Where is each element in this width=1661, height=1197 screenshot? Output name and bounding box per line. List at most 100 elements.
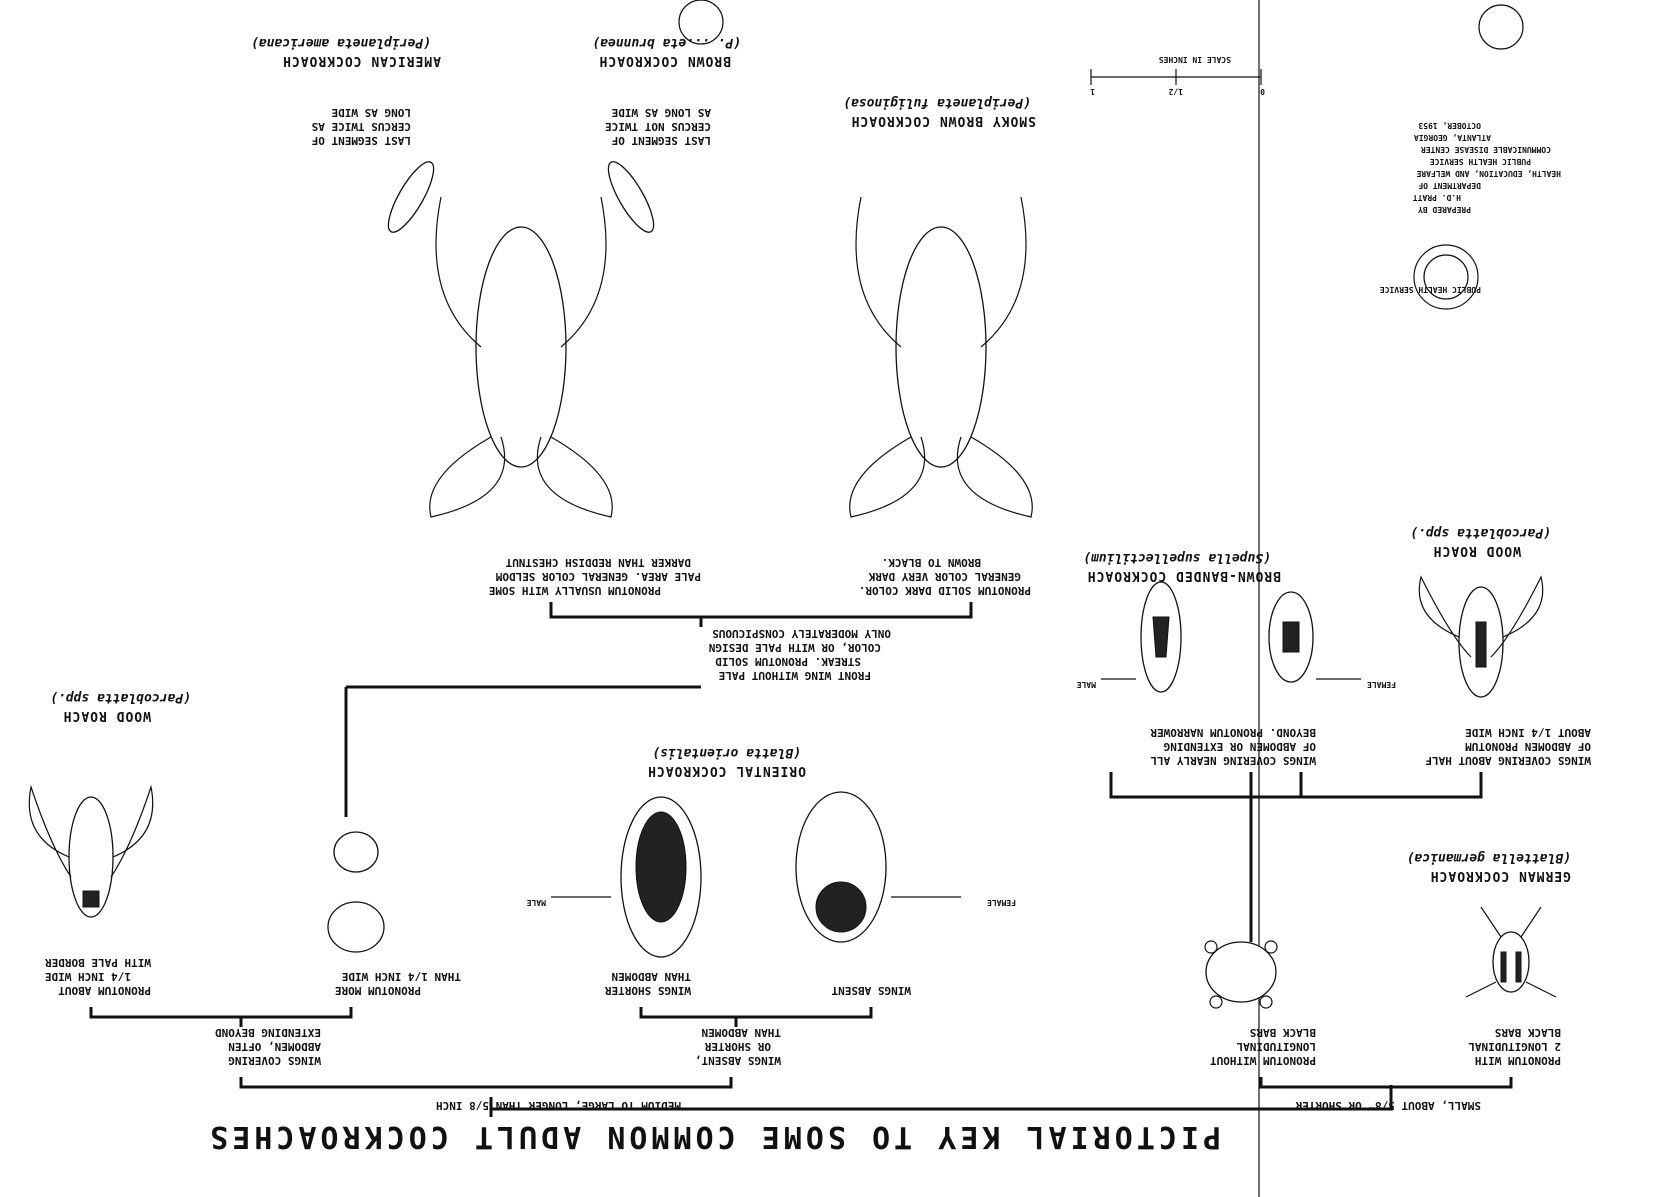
svg-text:ONLY MODERATELY CONSPICUOUS: ONLY MODERATELY CONSPICUOUS (712, 627, 891, 640)
svg-text:PREPARED BY: PREPARED BY (1418, 205, 1471, 214)
svg-text:HEALTH, EDUCATION, AND WELFARE: HEALTH, EDUCATION, AND WELFARE (1416, 169, 1561, 178)
svg-text:DARKER THAN REDDISH CHESTNUT: DARKER THAN REDDISH CHESTNUT (505, 556, 691, 569)
svg-text:GERMAN COCKROACH: GERMAN COCKROACH (1430, 868, 1571, 883)
svg-text:PRONOTUM SOLID DARK COLOR.: PRONOTUM SOLID DARK COLOR. (859, 584, 1031, 597)
prepared-by: PREPARED BY H.D. PRATT DEPARTMENT OF HEA… (1413, 121, 1561, 214)
svg-text:SCALE IN INCHES: SCALE IN INCHES (1159, 55, 1231, 64)
svg-text:WINGS SHORTER: WINGS SHORTER (605, 984, 691, 997)
american-label: AMERICAN COCKROACH (Periplaneta american… (251, 35, 441, 68)
bracket-wide (91, 1007, 351, 1017)
pronotum-wide-illustrations (328, 832, 384, 952)
long-key: WINGS COVERING ABDOMEN, OFTEN EXTENDING … (215, 1026, 321, 1067)
svg-text:H.D. PRATT: H.D. PRATT (1413, 193, 1461, 202)
svg-text:SMOKY BROWN COCKROACH: SMOKY BROWN COCKROACH (851, 113, 1036, 128)
svg-text:EXTENDING BEYOND: EXTENDING BEYOND (215, 1026, 321, 1039)
svg-text:1: 1 (1090, 87, 1095, 96)
front-key: FRONT WING WITHOUT PALE STREAK. PRONOTUM… (709, 627, 891, 682)
nobars-key: PRONOTUM WITHOUT LONGITUDINAL BLACK BARS (1210, 1026, 1316, 1067)
svg-text:COLOR, OR WITH PALE DESIGN: COLOR, OR WITH PALE DESIGN (709, 641, 881, 654)
svg-text:ATLANTA, GEORGIA: ATLANTA, GEORGIA (1414, 133, 1491, 142)
svg-text:THAN 1/4 INCH WIDE: THAN 1/4 INCH WIDE (342, 970, 461, 983)
solid-key: PRONOTUM SOLID DARK COLOR. GENERAL COLOR… (859, 556, 1031, 597)
svg-text:PRONOTUM WITH: PRONOTUM WITH (1475, 1054, 1561, 1067)
bracket-periplaneta (551, 602, 971, 617)
svg-text:OF ABDOMEN OR EXTENDING: OF ABDOMEN OR EXTENDING (1163, 740, 1316, 753)
american-illustration (381, 156, 662, 517)
oriental-female-illustration: FEMALE (796, 792, 1016, 942)
smoky-brown-label: SMOKY BROWN COCKROACH (Periplaneta fulig… (843, 95, 1036, 128)
svg-text:PRONOTUM WITHOUT: PRONOTUM WITHOUT (1210, 1054, 1316, 1067)
svg-text:(Parcoblatta spp.): (Parcoblatta spp.) (1410, 525, 1551, 540)
svg-text:BLACK BARS: BLACK BARS (1495, 1026, 1561, 1039)
short-key: WINGS ABSENT, OR SHORTER THAN ABDOMEN (695, 1026, 781, 1067)
svg-text:(Blatta orientalis): (Blatta orientalis) (652, 745, 801, 760)
svg-text:(Supella supellectilium): (Supella supellectilium) (1083, 550, 1271, 565)
svg-text:WINGS COVERING: WINGS COVERING (228, 1054, 321, 1067)
wide-key: PRONOTUM MORE THAN 1/4 INCH WIDE (335, 970, 461, 997)
svg-text:AMERICAN COCKROACH: AMERICAN COCKROACH (282, 53, 441, 68)
punch-hole-right (1479, 5, 1523, 49)
german-key: PRONOTUM WITH 2 LONGITUDINAL BLACK BARS (1468, 1026, 1561, 1067)
svg-text:CERCUS NOT TWICE: CERCUS NOT TWICE (605, 120, 711, 133)
svg-text:2 LONGITUDINAL: 2 LONGITUDINAL (1468, 1040, 1561, 1053)
svg-text:BEYOND. PRONOTUM NARROWER: BEYOND. PRONOTUM NARROWER (1150, 726, 1316, 739)
svg-text:WOOD ROACH: WOOD ROACH (63, 708, 151, 723)
svg-text:PRONOTUM USUALLY WITH SOME: PRONOTUM USUALLY WITH SOME (489, 584, 661, 597)
svg-text:PUBLIC HEALTH SERVICE: PUBLIC HEALTH SERVICE (1430, 157, 1531, 166)
svg-text:(Blattella germanica): (Blattella germanica) (1407, 850, 1571, 865)
svg-text:LAST SEGMENT OF: LAST SEGMENT OF (312, 134, 411, 147)
svg-text:THAN ABDOMEN: THAN ABDOMEN (612, 970, 691, 983)
svg-text:STREAK. PRONOTUM SOLID: STREAK. PRONOTUM SOLID (715, 655, 861, 668)
oriental-male-illustration: MALE (527, 797, 701, 957)
svg-text:DEPARTMENT OF: DEPARTMENT OF (1418, 181, 1481, 190)
bracket-small (1261, 1077, 1511, 1087)
woodroach-small-illustration (1419, 577, 1542, 697)
svg-text:CERCUS TWICE AS: CERCUS TWICE AS (312, 120, 411, 133)
svg-text:BROWN TO BLACK.: BROWN TO BLACK. (882, 556, 981, 569)
svg-text:MALE: MALE (1077, 680, 1096, 689)
svg-text:OR SHORTER: OR SHORTER (704, 1040, 771, 1053)
svg-text:AS LONG AS WIDE: AS LONG AS WIDE (612, 106, 711, 119)
svg-text:THAN ABDOMEN: THAN ABDOMEN (702, 1026, 781, 1039)
svg-text:BROWN COCKROACH: BROWN COCKROACH (599, 53, 731, 68)
german-label: GERMAN COCKROACH (Blattella germanica) (1407, 850, 1571, 883)
branch-small: SMALL, ABOUT 5/8" OR SHORTER (1295, 1099, 1481, 1112)
woodsmall-key: WINGS COVERING ABOUT HALF OF ABDOMEN PRO… (1425, 726, 1591, 767)
svg-text:WINGS COVERING ABOUT HALF: WINGS COVERING ABOUT HALF (1425, 754, 1591, 767)
svg-text:ORIENTAL COCKROACH: ORIENTAL COCKROACH (647, 763, 806, 778)
brown-cercus-key: LAST SEGMENT OF CERCUS NOT TWICE AS LONG… (605, 106, 711, 147)
svg-text:0: 0 (1260, 87, 1265, 96)
wood-roach-2-label: WOOD ROACH (Parcoblatta spp.) (50, 690, 191, 723)
german-pronotum-illustration (1466, 907, 1556, 997)
bracket-medium (241, 1077, 731, 1087)
smoky-brown-illustration (850, 197, 1033, 517)
wood-roach-1-label: WOOD ROACH (Parcoblatta spp.) (1410, 525, 1551, 558)
woodroach-border-illustration (29, 787, 152, 917)
svg-text:LONGITUDINAL: LONGITUDINAL (1236, 1040, 1316, 1053)
nobars-pronotum-illustration (1205, 941, 1277, 1008)
svg-text:1/4 INCH WIDE: 1/4 INCH WIDE (45, 970, 131, 983)
svg-text:FRONT WING WITHOUT PALE: FRONT WING WITHOUT PALE (719, 669, 871, 682)
shorter-key: WINGS SHORTER THAN ABDOMEN (605, 970, 691, 997)
bracket-oriental (641, 1007, 871, 1017)
page-title: PICTORIAL KEY TO SOME COMMON ADULT COCKR… (206, 1119, 1221, 1154)
svg-text:PRONOTUM ABOUT: PRONOTUM ABOUT (58, 984, 151, 997)
svg-text:(Periplaneta americana): (Periplaneta americana) (251, 35, 431, 50)
svg-text:FEMALE: FEMALE (987, 898, 1016, 907)
svg-text:(Periplaneta fuliginosa): (Periplaneta fuliginosa) (843, 95, 1031, 110)
svg-text:1/2: 1/2 (1168, 87, 1183, 96)
svg-text:BLACK BARS: BLACK BARS (1250, 1026, 1316, 1039)
svg-text:PRONOTUM MORE: PRONOTUM MORE (335, 984, 421, 997)
border-key: PRONOTUM ABOUT 1/4 INCH WIDE WITH PALE B… (45, 956, 151, 997)
svg-text:PUBLIC HEALTH SERVICE: PUBLIC HEALTH SERVICE (1380, 285, 1481, 294)
oriental-label: ORIENTAL COCKROACH (Blatta orientalis) (647, 745, 806, 778)
svg-text:COMMUNICABLE DISEASE CENTER: COMMUNICABLE DISEASE CENTER (1421, 145, 1551, 154)
scale-bar: SCALE IN INCHES 0 1/2 1 (1090, 55, 1265, 96)
pale-key: PRONOTUM USUALLY WITH SOME PALE AREA. GE… (489, 556, 701, 597)
american-cercus-key: LAST SEGMENT OF CERCUS TWICE AS LONG AS … (312, 106, 411, 147)
branch-medium: MEDIUM TO LARGE, LONGER THAN 5/8 INCH (436, 1099, 681, 1112)
svg-text:(Parcoblatta spp.): (Parcoblatta spp.) (50, 690, 191, 705)
svg-text:BROWN-BANDED COCKROACH: BROWN-BANDED COCKROACH (1087, 568, 1281, 583)
